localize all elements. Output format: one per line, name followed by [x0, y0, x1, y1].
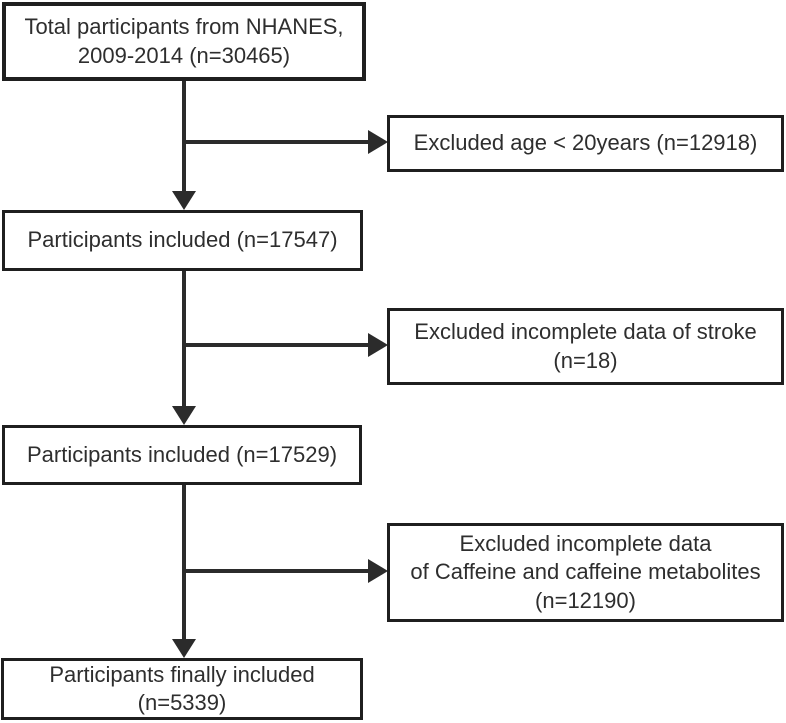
arrow-right-icon: [368, 559, 388, 583]
arrow-down-icon: [172, 406, 196, 425]
flow-box-text-line: Excluded incomplete data: [459, 531, 712, 557]
flow-box-included-first: Participants included (n=17547): [2, 210, 363, 271]
flow-box-text-line: 2009-2014 (n=30465): [77, 42, 291, 68]
flow-box-text-line: Participants finally included: [49, 661, 315, 687]
flow-box-excluded-stroke: Excluded incomplete data of stroke (n=18…: [387, 308, 784, 385]
flow-box-text-line: Excluded age < 20years (n=12918): [413, 130, 758, 156]
flow-box-text-line: of Caffeine and caffeine metabolites: [410, 559, 761, 585]
connector-line-vertical-3: [182, 485, 186, 641]
flow-box-final-included: Participants finally included (n=5339): [1, 658, 363, 720]
flow-box-text-line: Participants included (n=17547): [27, 227, 338, 253]
flow-box-text-line: (n=18): [553, 347, 618, 373]
arrow-down-icon: [172, 191, 196, 210]
connector-line-branch-3: [184, 569, 369, 573]
flow-box-text-line: Total participants from NHANES,: [24, 14, 344, 40]
flow-box-excluded-caffeine: Excluded incomplete data of Caffeine and…: [387, 523, 784, 622]
flow-box-text-line: Participants included (n=17529): [26, 441, 338, 467]
connector-line-branch-2: [184, 343, 369, 347]
flow-box-included-second: Participants included (n=17529): [2, 425, 362, 485]
flow-box-text-line: Excluded incomplete data of stroke: [414, 319, 757, 345]
flow-box-total-participants: Total participants from NHANES, 2009-201…: [2, 2, 366, 81]
flow-box-text-line: (n=12190): [535, 587, 636, 613]
connector-line-branch-1: [184, 140, 369, 144]
arrow-down-icon: [172, 639, 196, 658]
connector-line-vertical-2: [182, 271, 186, 408]
arrow-right-icon: [368, 130, 388, 154]
flow-box-excluded-age: Excluded age < 20years (n=12918): [387, 115, 784, 172]
connector-line-vertical-1: [182, 81, 186, 193]
arrow-right-icon: [368, 333, 388, 357]
flow-box-text-line: (n=5339): [137, 690, 227, 715]
